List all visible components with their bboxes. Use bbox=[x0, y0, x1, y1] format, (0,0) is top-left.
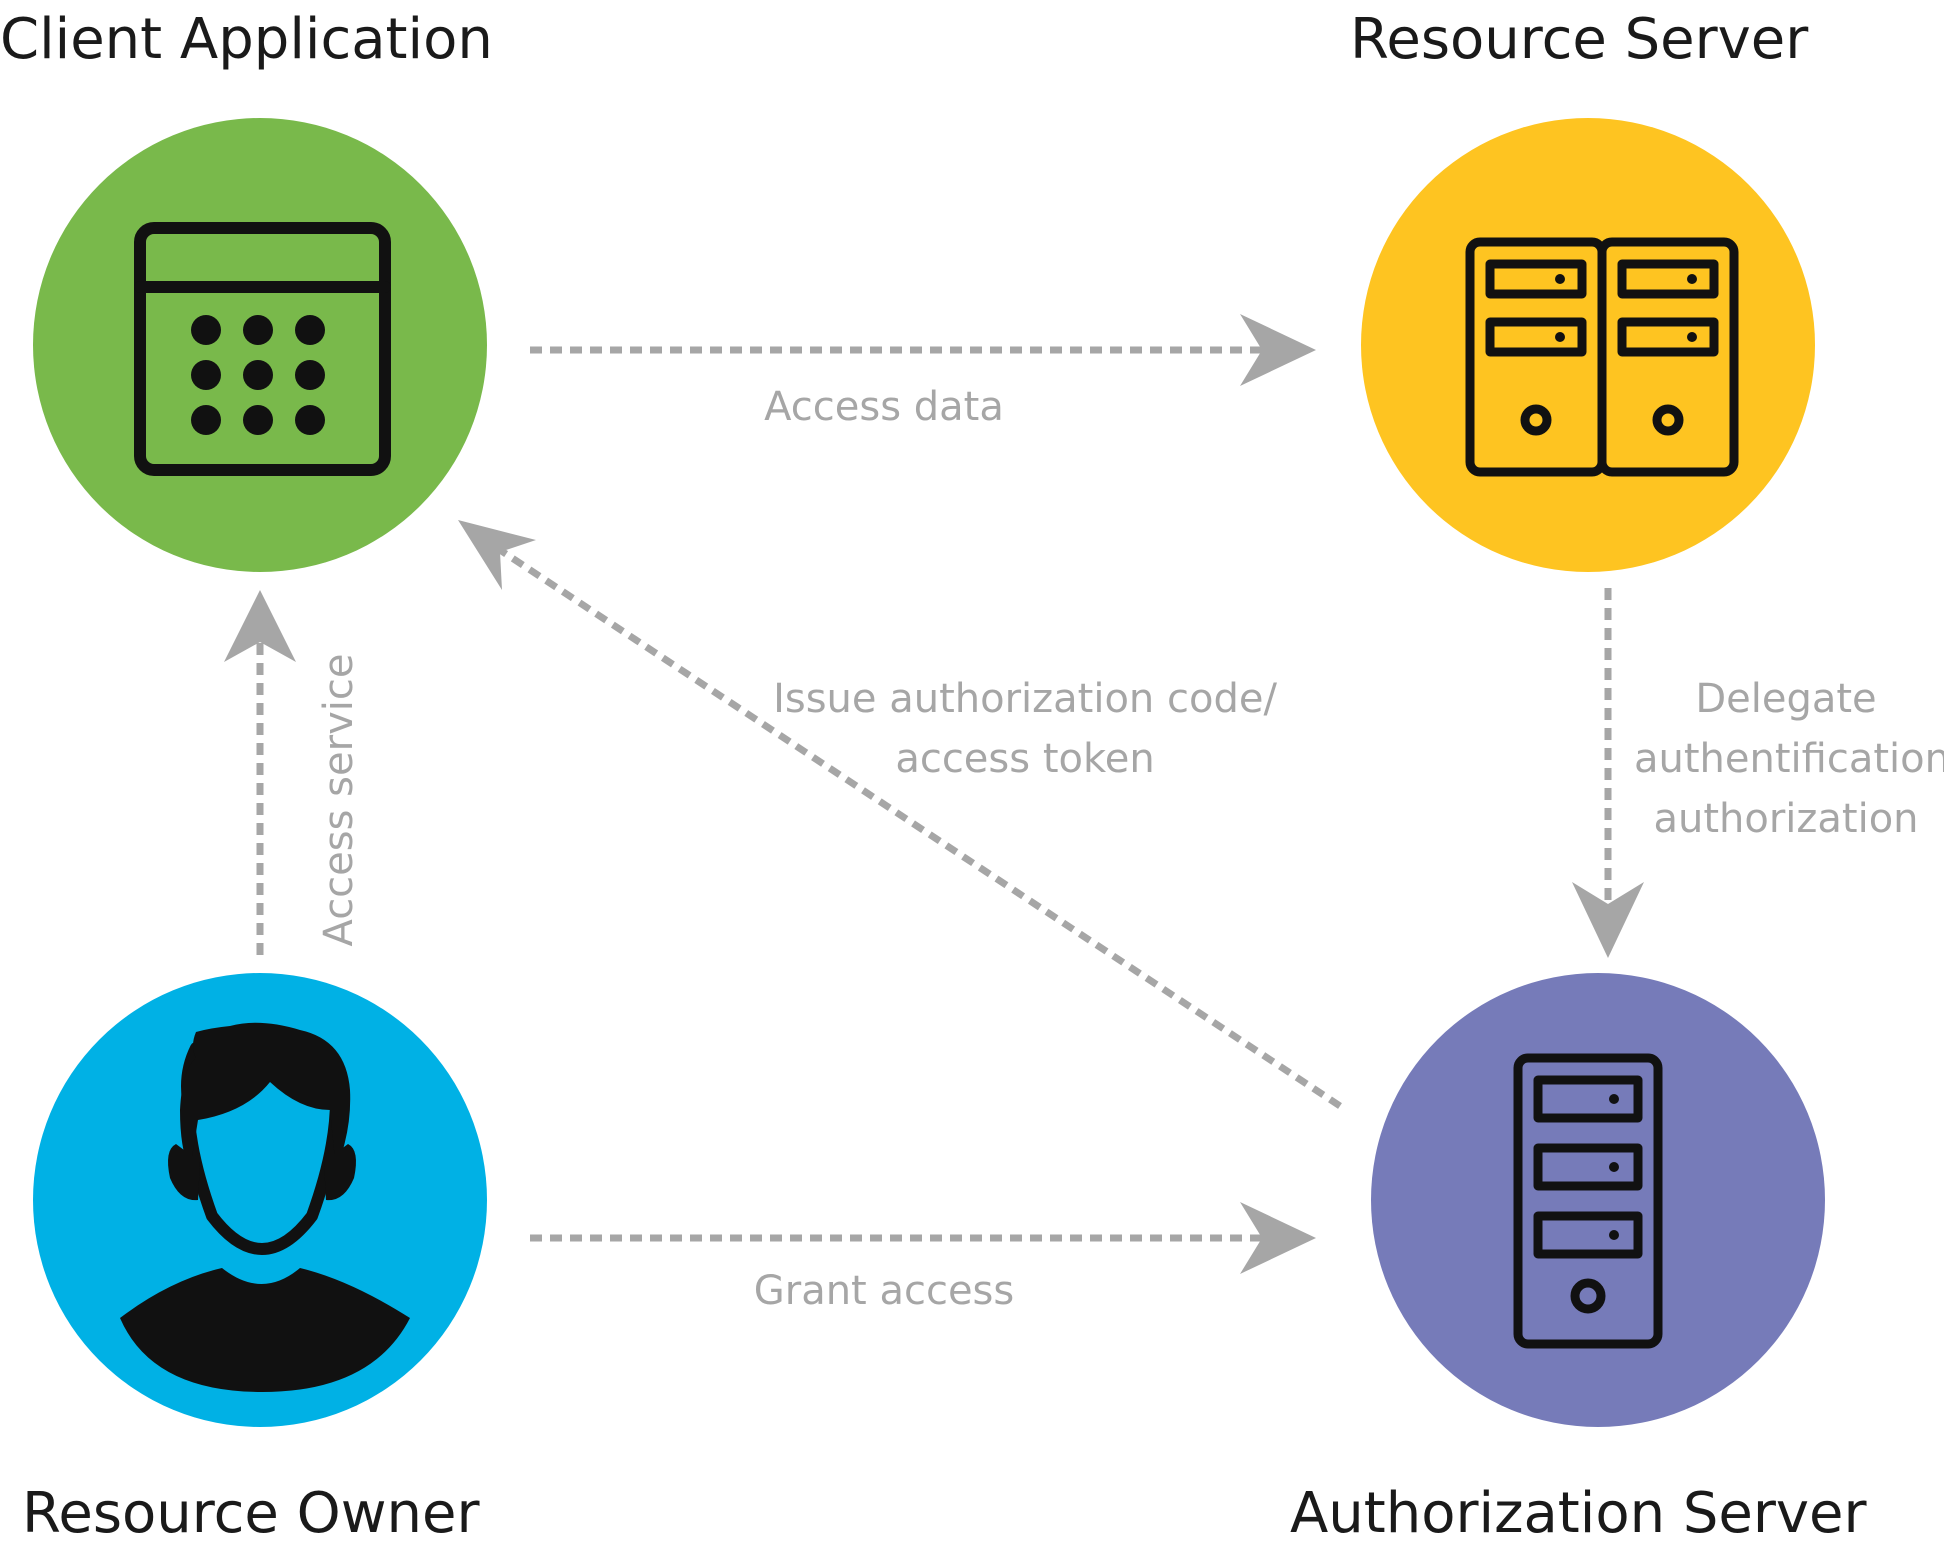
resource-server-title: Resource Server bbox=[1350, 7, 1809, 72]
access-data-arrow bbox=[530, 314, 1316, 386]
app-grid-icon bbox=[134, 222, 391, 476]
user-icon bbox=[120, 1022, 410, 1392]
access-service-label: Access service bbox=[316, 654, 362, 947]
delegate-label-line2: authentification bbox=[1634, 736, 1944, 782]
issue-code-arrow bbox=[458, 520, 1342, 1109]
grant-access-label: Grant access bbox=[754, 1268, 1015, 1314]
grant-access-arrow bbox=[530, 1202, 1316, 1274]
resource-server-node bbox=[1361, 118, 1815, 572]
access-data-label: Access data bbox=[764, 384, 1004, 430]
authorization-server-title: Authorization Server bbox=[1290, 1481, 1867, 1546]
issue-code-label-line1: Issue authorization code/ bbox=[773, 676, 1277, 722]
server-tower-icon bbox=[1513, 1053, 1663, 1349]
client-application-title: Client Application bbox=[0, 7, 493, 72]
resource-owner-title: Resource Owner bbox=[22, 1481, 480, 1546]
access-service-arrow bbox=[224, 590, 296, 955]
delegate-label-line1: Delegate bbox=[1695, 676, 1876, 722]
issue-code-label-line2: access token bbox=[895, 736, 1154, 782]
delegate-arrow bbox=[1572, 588, 1644, 958]
client-application-node bbox=[33, 118, 487, 572]
delegate-label-line3: authorization bbox=[1653, 796, 1918, 842]
authorization-server-node bbox=[1371, 973, 1825, 1427]
server-pair-icon bbox=[1465, 237, 1739, 477]
